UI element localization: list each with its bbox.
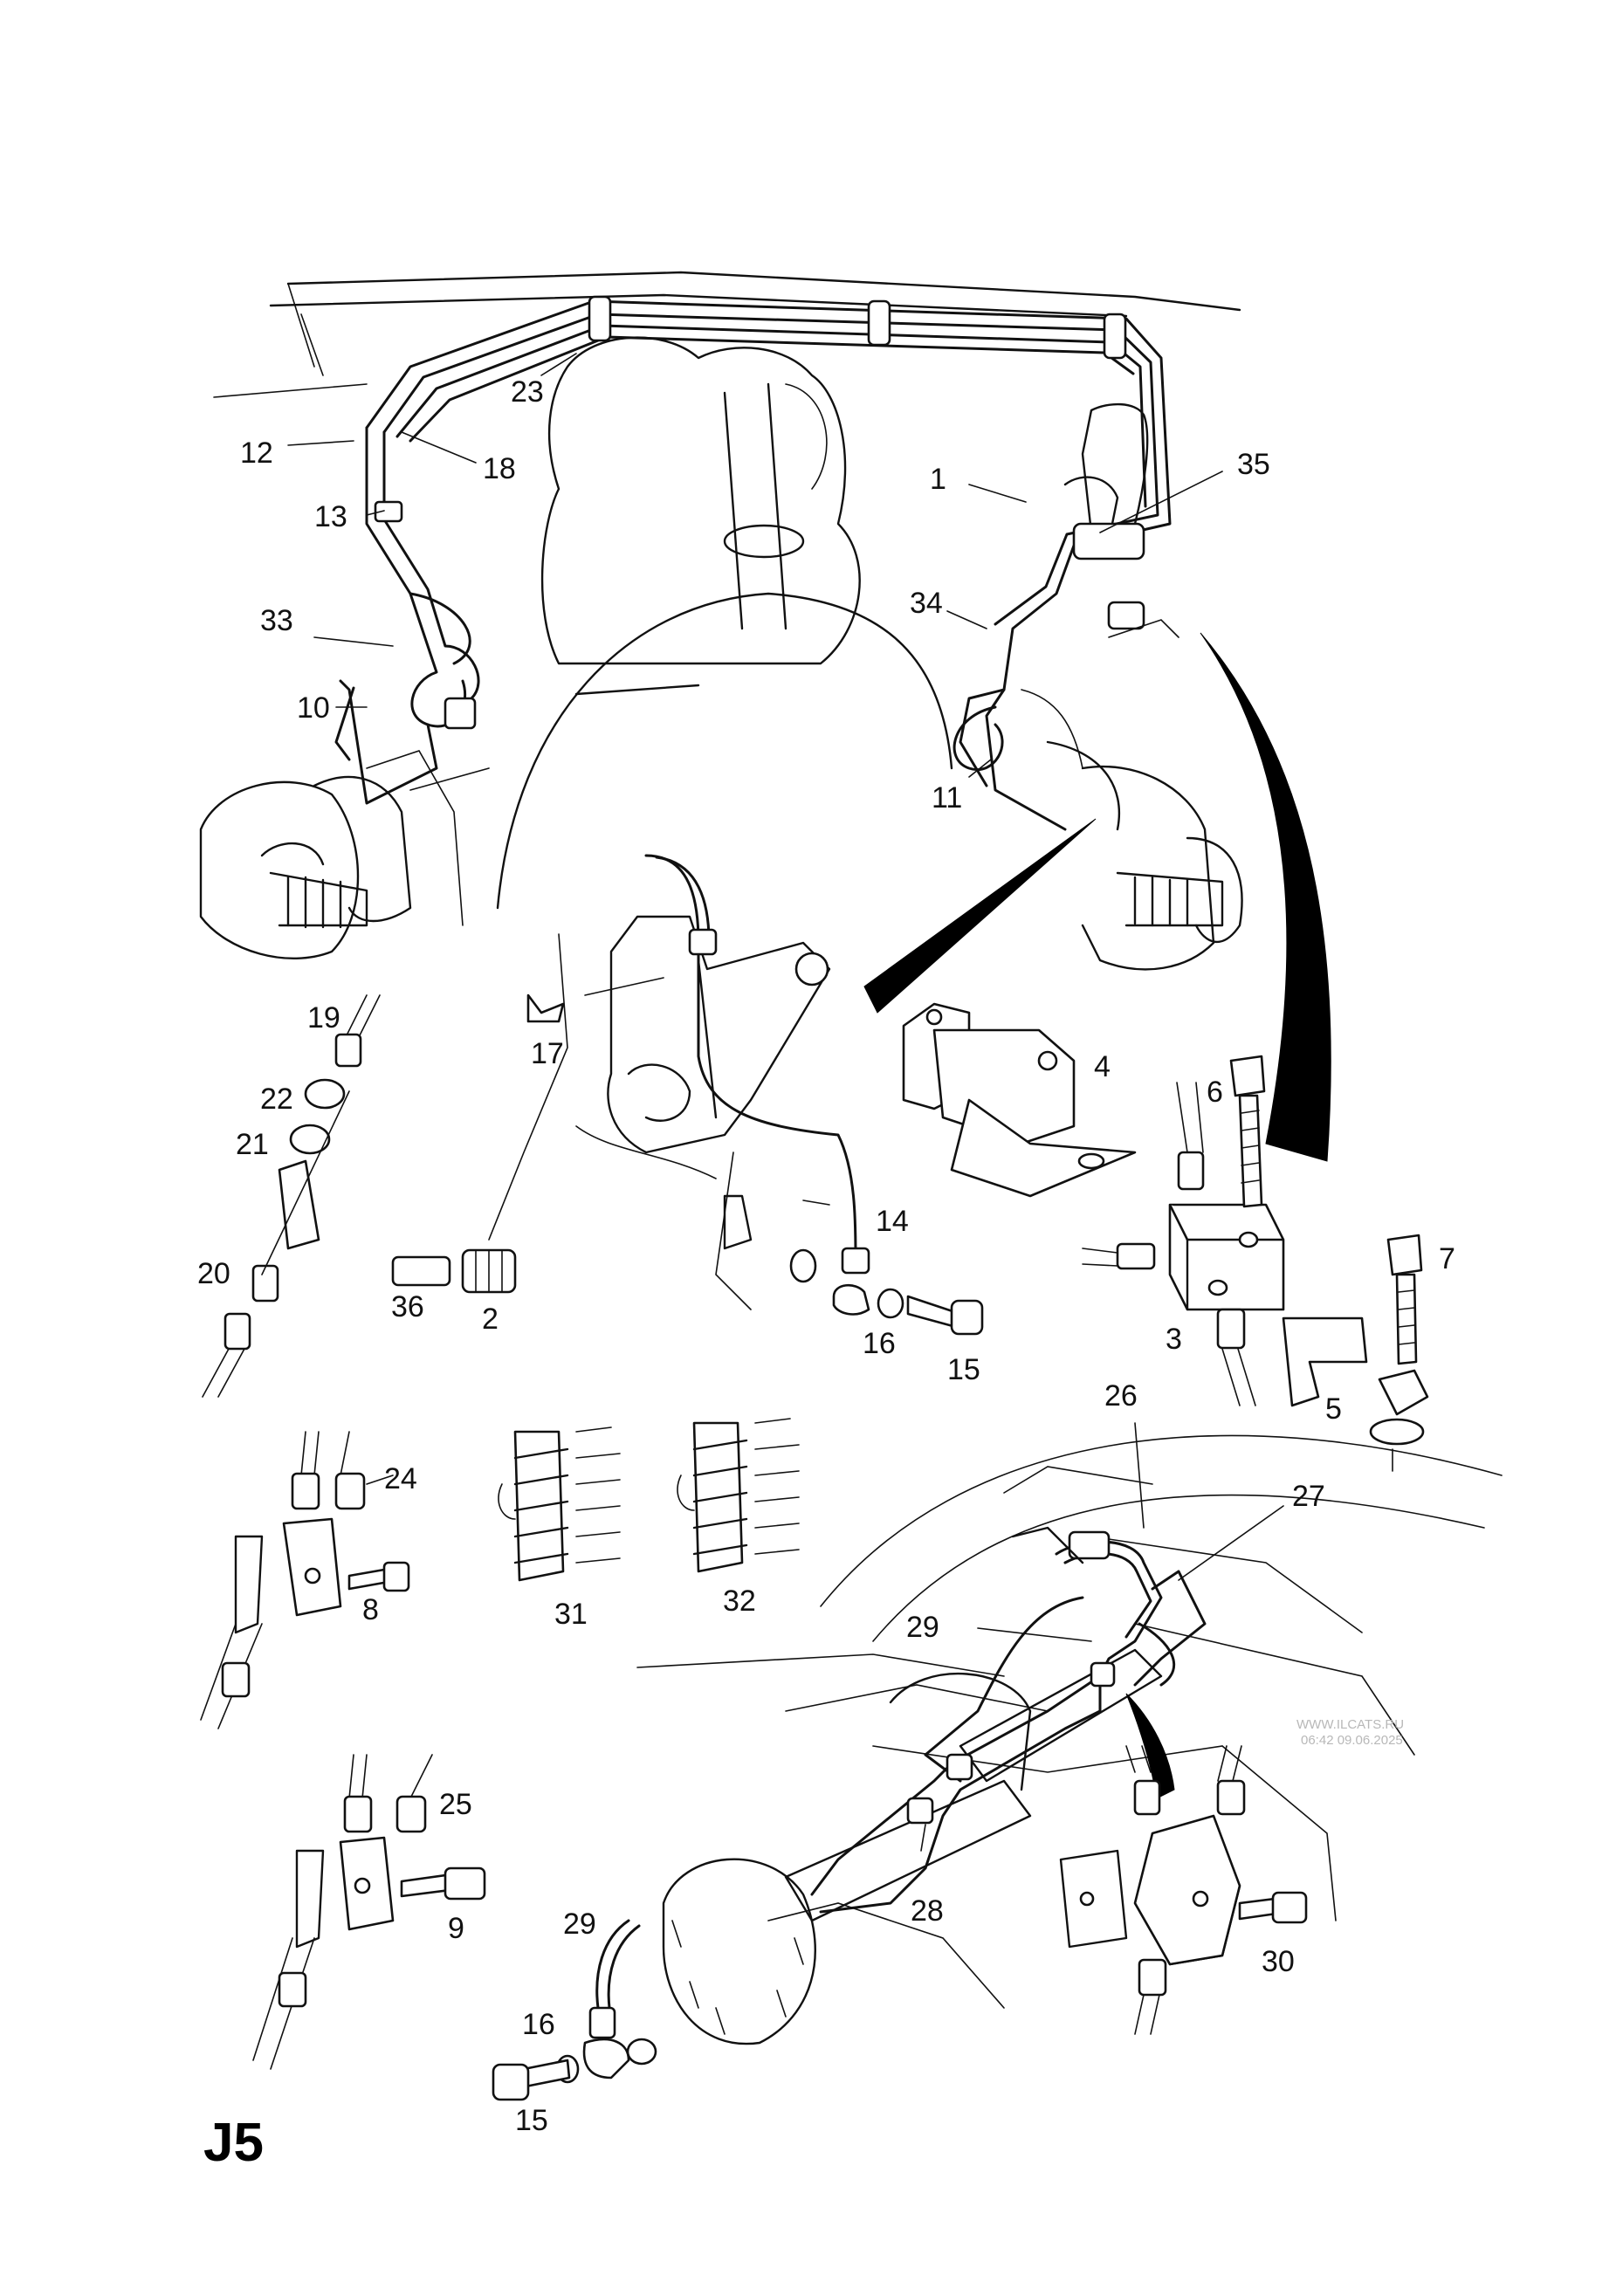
callout-19: 19 — [307, 1001, 340, 1035]
engine-gearbox-outline — [496, 336, 953, 910]
callout-10: 10 — [297, 691, 330, 725]
callout-18: 18 — [483, 452, 516, 485]
watermark: WWW.ILCATS.RU 06:42 09.06.2025 — [1296, 1717, 1404, 1748]
brake-pipes-main-run — [334, 295, 1172, 805]
callout-21: 21 — [236, 1128, 269, 1161]
plug-and-sleeve — [391, 1248, 517, 1294]
callout-17: 17 — [531, 1037, 564, 1070]
callout-15-lower: 15 — [515, 2104, 548, 2137]
body-frame-outline — [213, 271, 1241, 398]
front-strut-and-hose — [488, 854, 870, 1310]
pressure-valve-4 — [902, 1002, 1137, 1198]
callout-5: 5 — [1325, 1392, 1342, 1426]
rear-brake-pipes — [810, 1526, 1207, 1914]
callout-33: 33 — [260, 604, 293, 637]
callout-36: 36 — [391, 1290, 424, 1323]
bolt-7-and-bracket-5 — [1282, 1234, 1429, 1472]
callout-13: 13 — [314, 500, 347, 533]
callout-8: 8 — [362, 1593, 379, 1626]
front-right-brake-assembly — [952, 688, 1243, 971]
callout-25: 25 — [439, 1788, 472, 1821]
rear-axle-beam — [662, 1648, 1163, 2045]
clip-strip-31 — [498, 1426, 621, 1582]
bolt-6 — [1229, 1055, 1266, 1208]
callout-27: 27 — [1292, 1480, 1325, 1513]
callout-34: 34 — [910, 587, 943, 620]
callout-15-upper: 15 — [947, 1353, 980, 1386]
leader-lines — [287, 353, 1284, 1852]
callout-6: 6 — [1207, 1076, 1223, 1109]
callout-9: 9 — [448, 1912, 464, 1945]
callout-7: 7 — [1439, 1242, 1455, 1275]
rear-underbody-outline — [636, 1434, 1503, 2009]
brake-hose-fittings-left — [202, 994, 381, 1398]
pointer-wedge-to-rear-junction — [1125, 1693, 1175, 1799]
callout-23: 23 — [511, 375, 544, 409]
callout-12: 12 — [240, 437, 273, 470]
callout-16-lower: 16 — [522, 2008, 555, 2041]
callout-1: 1 — [930, 463, 946, 496]
pointer-wedge-to-junction — [1200, 632, 1331, 1162]
callout-2: 2 — [482, 1303, 499, 1336]
callout-35: 35 — [1237, 448, 1270, 481]
callout-29-lower: 29 — [563, 1908, 596, 1941]
callout-4: 4 — [1094, 1050, 1111, 1083]
callout-28: 28 — [911, 1894, 944, 1928]
clip-strip-32 — [677, 1418, 800, 1573]
callout-32: 32 — [723, 1585, 756, 1618]
rear-hose-bolt-15-washer-16 — [492, 1919, 657, 2101]
front-left-brake-assembly — [199, 750, 490, 960]
callout-31: 31 — [554, 1598, 588, 1631]
callout-22: 22 — [260, 1083, 293, 1116]
callout-26: 26 — [1104, 1379, 1138, 1413]
callout-24: 24 — [384, 1462, 417, 1495]
watermark-timestamp: 06:42 09.06.2025 — [1301, 1733, 1403, 1748]
callout-3: 3 — [1166, 1323, 1182, 1356]
bolt-15-washer-16-top — [789, 1248, 984, 1336]
callout-11: 11 — [932, 781, 962, 815]
master-cylinder-area — [1063, 402, 1179, 638]
callout-labels: 23 12 18 13 1 35 34 33 10 11 19 17 4 6 2… — [197, 375, 1455, 2137]
watermark-site: WWW.ILCATS.RU — [1296, 1717, 1404, 1732]
callout-16-upper: 16 — [863, 1327, 896, 1360]
callout-29-upper: 29 — [906, 1611, 939, 1644]
callout-14: 14 — [876, 1205, 909, 1238]
bracket-assembly-25-9 — [252, 1754, 486, 2070]
junction-block-3 — [1082, 1082, 1285, 1406]
callout-30: 30 — [1262, 1945, 1295, 1978]
sheet-code: J5 — [203, 2113, 264, 2173]
bracket-assembly-24-8 — [200, 1431, 410, 1729]
pointer-wedge-to-valve — [863, 818, 1097, 1014]
rear-junction-block-30 — [1059, 1745, 1308, 2035]
callout-20: 20 — [197, 1257, 230, 1290]
